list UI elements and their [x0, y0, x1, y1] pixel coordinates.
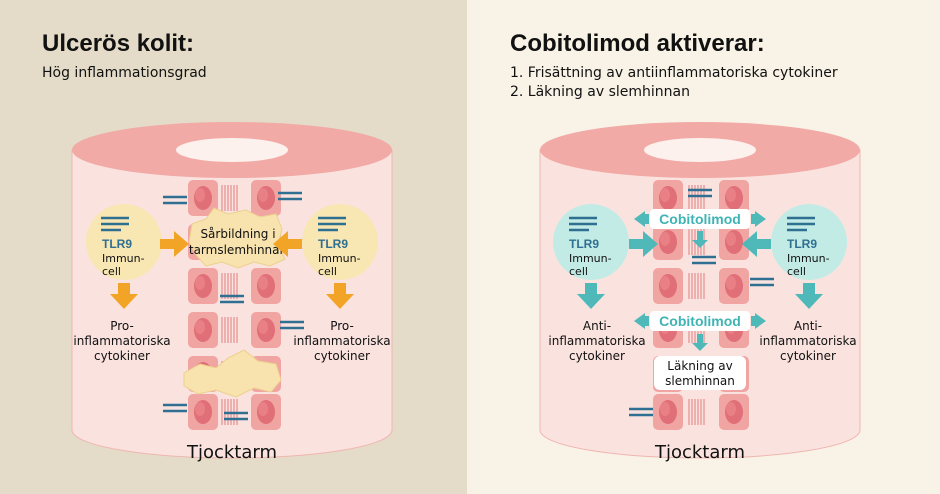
arrow-down-icon	[577, 283, 605, 309]
arrow-down-icon	[692, 231, 708, 248]
drug-label-bg-mid	[650, 311, 750, 331]
immune-label-line2: cell	[318, 265, 337, 278]
left-title: Ulcerös kolit:	[42, 30, 194, 57]
immune-label-line1: Immun-	[318, 252, 361, 265]
output-right-line3: cytokiner	[314, 349, 370, 363]
arrow-left-icon	[742, 231, 771, 257]
arrow-left-icon	[634, 211, 649, 227]
output-left-line3: cytokiner	[94, 349, 150, 363]
drug-label-top: Cobitolimod	[659, 211, 741, 227]
output-right-line3: cytokiner	[780, 349, 836, 363]
right-point-2: 2. Läkning av slemhinnan	[510, 84, 690, 100]
left-immune-cell-b: TLR9 Immun- cell	[302, 204, 378, 280]
immune-label-line1: Immun-	[787, 252, 830, 265]
left-wound-upper	[188, 207, 286, 269]
immune-label-line2: cell	[102, 265, 121, 278]
arrow-down-icon	[692, 334, 708, 351]
immune-label-line1: Immun-	[569, 252, 612, 265]
right-title: Cobitolimod aktiverar:	[510, 30, 765, 57]
healing-label-line2: slemhinnan	[665, 374, 735, 388]
right-point-1: 1. Frisättning av antiinflammatoriska cy…	[510, 65, 838, 81]
wound-label-line1: Sårbildning i	[200, 227, 275, 241]
output-left-line3: cytokiner	[569, 349, 625, 363]
output-right-line1: Pro-	[330, 319, 354, 333]
output-right-line2: inflammatoriska	[759, 334, 856, 348]
output-right-line1: Anti-	[794, 319, 822, 333]
tlr9-label: TLR9	[318, 237, 348, 251]
output-left-line2: inflammatoriska	[73, 334, 170, 348]
wound-label-line2: tarmslemhinnan	[189, 243, 287, 257]
left-wound-lower	[183, 349, 282, 398]
left-subtitle: Hög inflammationsgrad	[42, 65, 207, 81]
healing-label-bg	[654, 356, 746, 390]
arrow-right-icon	[160, 231, 189, 257]
arrow-right-icon	[751, 313, 766, 329]
tlr9-label: TLR9	[787, 237, 817, 251]
left-organ-label: Tjocktarm	[186, 442, 277, 463]
arrow-down-icon	[326, 283, 354, 309]
output-left-line1: Anti-	[583, 319, 611, 333]
right-arrows	[577, 211, 823, 351]
drug-label-mid: Cobitolimod	[659, 313, 741, 329]
arrow-right-icon	[751, 211, 766, 227]
arrow-left-icon	[634, 313, 649, 329]
immune-label-line2: cell	[569, 265, 588, 278]
arrow-right-icon	[629, 231, 658, 257]
output-left-line1: Pro-	[110, 319, 134, 333]
left-arrows	[110, 231, 354, 309]
right-organ-label: Tjocktarm	[654, 442, 745, 463]
tlr9-label: TLR9	[102, 237, 132, 251]
arrow-down-icon	[110, 283, 138, 309]
right-immune-cell-b: TLR9 Immun- cell	[771, 204, 847, 280]
left-immune-cell-a: TLR9 Immun- cell	[86, 204, 162, 280]
drug-label-bg-top	[650, 209, 750, 229]
output-left-line2: inflammatoriska	[548, 334, 645, 348]
arrow-left-icon	[273, 231, 302, 257]
tlr9-label: TLR9	[569, 237, 599, 251]
healing-label-line1: Läkning av	[667, 359, 732, 373]
right-immune-cell-a: TLR9 Immun- cell	[553, 204, 629, 280]
immune-label-line2: cell	[787, 265, 806, 278]
immune-label-line1: Immun-	[102, 252, 145, 265]
output-right-line2: inflammatoriska	[293, 334, 390, 348]
arrow-down-icon	[795, 283, 823, 309]
